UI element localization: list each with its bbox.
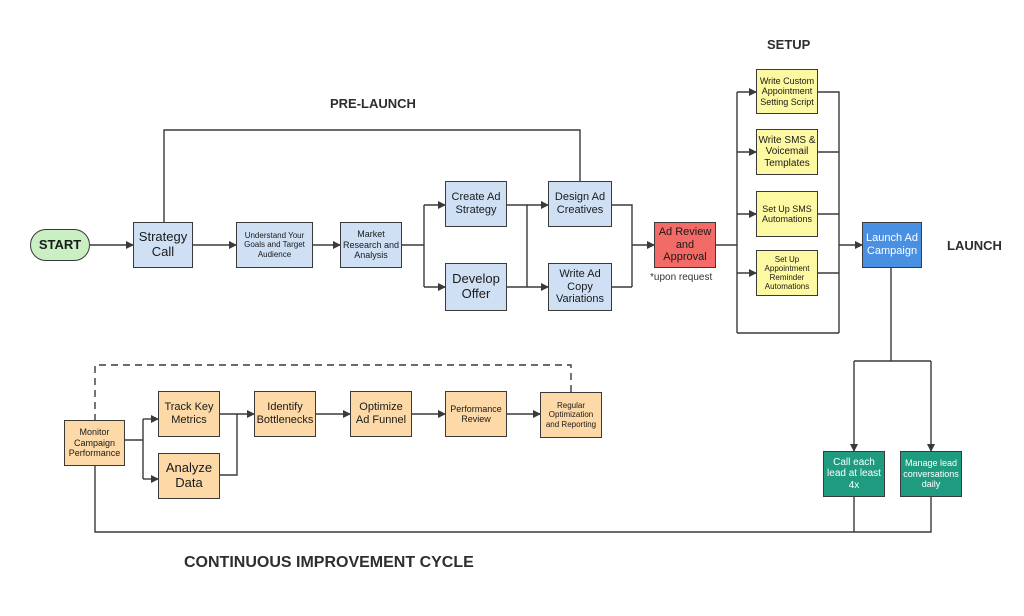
launch-campaign-node: Launch Ad Campaign <box>862 222 922 268</box>
setup-bracket <box>716 92 738 333</box>
optimize-funnel-node: Optimize Ad Funnel <box>350 391 412 437</box>
create-ad-strategy-node: Create Ad Strategy <box>445 181 507 227</box>
monitor-node: Monitor Campaign Performance <box>64 420 125 466</box>
market-research-node: Market Research and Analysis <box>340 222 402 268</box>
strategy-call-node: Strategy Call <box>133 222 193 268</box>
manage-lead-node: Manage lead conversations daily <box>900 451 962 497</box>
split-market <box>402 205 425 287</box>
pre-launch-label: PRE-LAUNCH <box>330 96 416 111</box>
cycle-return-dashed <box>94 364 572 420</box>
regular-optimization-node: Regular Optimization and Reporting <box>540 392 602 438</box>
merge-track-analyze <box>220 413 238 476</box>
launch-label: LAUNCH <box>947 238 1002 253</box>
feedback-loop <box>94 466 932 533</box>
write-ad-copy-node: Write Ad Copy Variations <box>548 263 612 311</box>
ad-review-note: *upon request <box>650 272 713 283</box>
setup-right-bracket <box>737 91 840 334</box>
pre-launch-bracket <box>163 129 581 222</box>
design-ad-creatives-node: Design Ad Creatives <box>548 181 612 227</box>
develop-offer-node: Develop Offer <box>445 263 507 311</box>
understand-goals-node: Understand Your Goals and Target Audienc… <box>236 222 313 268</box>
call-lead-node: Call each lead at least 4x <box>823 451 885 497</box>
setup-sms-templates-node: Write SMS & Voicemail Templates <box>756 129 818 175</box>
setup-sms-automations-node: Set Up SMS Automations <box>756 191 818 237</box>
track-metrics-node: Track Key Metrics <box>158 391 220 437</box>
merge-design-copy <box>612 204 633 288</box>
identify-bottlenecks-node: Identify Bottlenecks <box>254 391 316 437</box>
split-monitor <box>125 419 144 479</box>
setup-reminder-node: Set Up Appointment Reminder Automations <box>756 250 818 296</box>
performance-review-node: Performance Review <box>445 391 507 437</box>
setup-label: SETUP <box>767 37 811 52</box>
ad-review-node: Ad Review and Approval <box>654 222 716 268</box>
merge-strategy-offer <box>507 204 528 288</box>
setup-script-node: Write Custom Appointment Setting Script <box>756 69 818 114</box>
start-node: START <box>30 229 90 261</box>
cycle-label: CONTINUOUS IMPROVEMENT CYCLE <box>184 554 474 571</box>
analyze-data-node: Analyze Data <box>158 453 220 499</box>
launch-split <box>854 268 931 362</box>
